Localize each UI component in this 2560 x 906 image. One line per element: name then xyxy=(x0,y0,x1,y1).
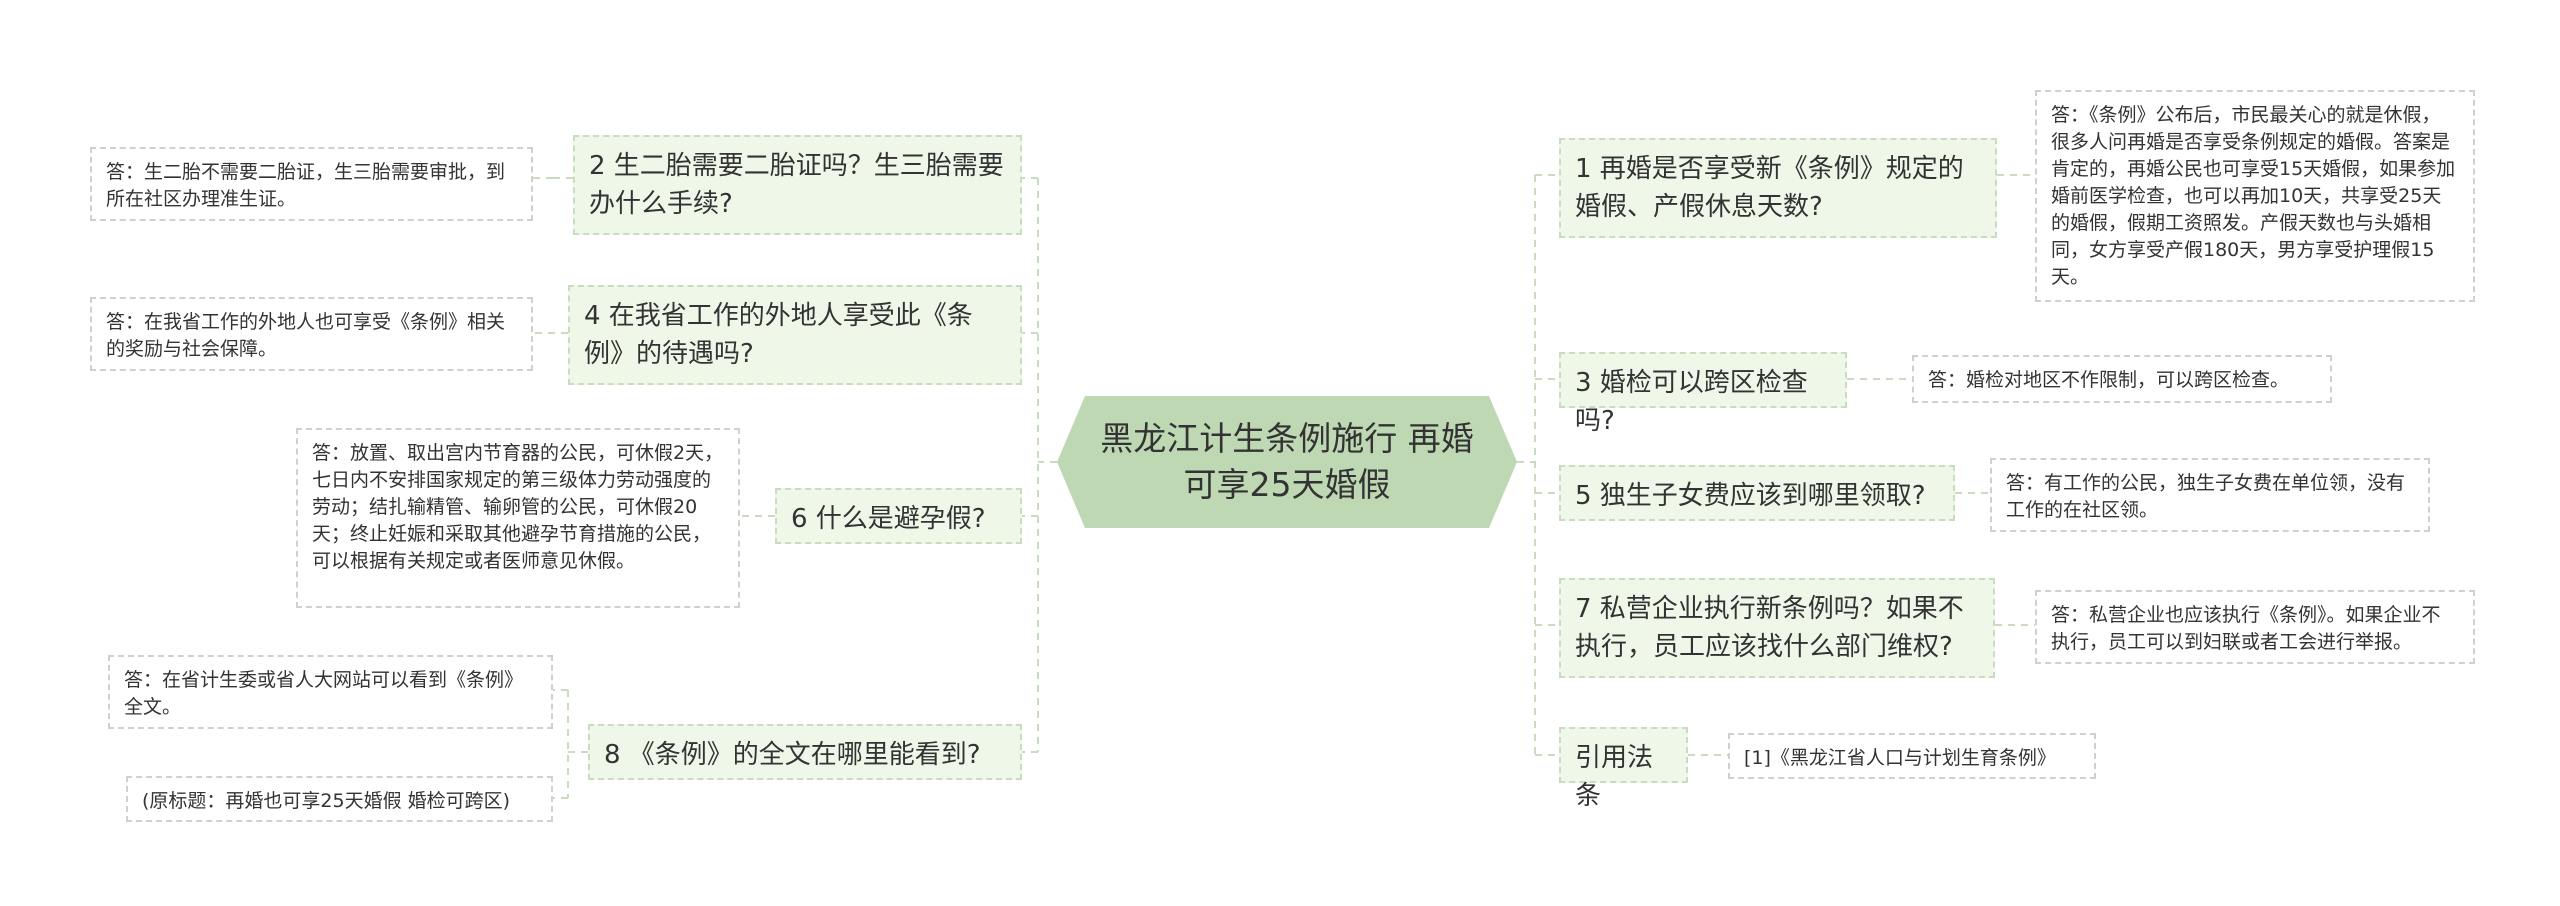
answer-node-4: 答：在我省工作的外地人也可享受《条例》相关的奖励与社会保障。 xyxy=(90,297,533,371)
answer-node-7: 答：私营企业也应该执行《条例》。如果企业不执行，员工可以到妇联或者工会进行举报。 xyxy=(2035,590,2475,664)
question-node-4[interactable]: 4 在我省工作的外地人享受此《条例》的待遇吗? xyxy=(568,285,1022,385)
question-node-2[interactable]: 2 生二胎需要二胎证吗？生三胎需要办什么手续? xyxy=(573,135,1022,235)
question-node-7[interactable]: 7 私营企业执行新条例吗？如果不执行，员工应该找什么部门维权? xyxy=(1559,578,1995,678)
question-node-8[interactable]: 8 《条例》的全文在哪里能看到? xyxy=(588,724,1022,780)
link-a8 xyxy=(553,689,588,799)
answer-node-2: 答：生二胎不需要二胎证，生三胎需要审批，到所在社区办理准生证。 xyxy=(90,147,533,221)
left-trunk xyxy=(1037,178,1057,752)
center-shape xyxy=(1057,396,1517,528)
answer-node-8: 答：在省计生委或省人大网站可以看到《条例》全文。 xyxy=(108,655,553,729)
answer-node-3: 答：婚检对地区不作限制，可以跨区检查。 xyxy=(1912,355,2332,403)
question-node-1[interactable]: 1 再婚是否享受新《条例》规定的婚假、产假休息天数? xyxy=(1559,138,1997,238)
answer-node-5: 答：有工作的公民，独生子女费在单位领，没有工作的在社区领。 xyxy=(1990,458,2430,532)
reference-item: [1]《黑龙江省人口与计划生育条例》 xyxy=(1728,733,2096,779)
question-node-3[interactable]: 3 婚检可以跨区检查吗? xyxy=(1559,352,1847,436)
reference-node[interactable]: 引用法条 xyxy=(1559,727,1688,811)
central-topic[interactable]: 黑龙江计生条例施行 再婚可享25天婚假 xyxy=(1100,419,1474,504)
source-note: (原标题：再婚也可享25天婚假 婚检可跨区) xyxy=(126,776,553,822)
answer-node-1: 答：《条例》公布后，市民最关心的就是休假，很多人问再婚是否享受条例规定的婚假。答… xyxy=(2035,90,2475,302)
answer-node-6: 答：放置、取出宫内节育器的公民，可休假2天，七日内不安排国家规定的第三级体力劳动… xyxy=(296,428,740,608)
right-trunk xyxy=(1517,175,1536,755)
question-node-5[interactable]: 5 独生子女费应该到哪里领取? xyxy=(1559,465,1955,521)
question-node-6[interactable]: 6 什么是避孕假? xyxy=(775,488,1022,544)
